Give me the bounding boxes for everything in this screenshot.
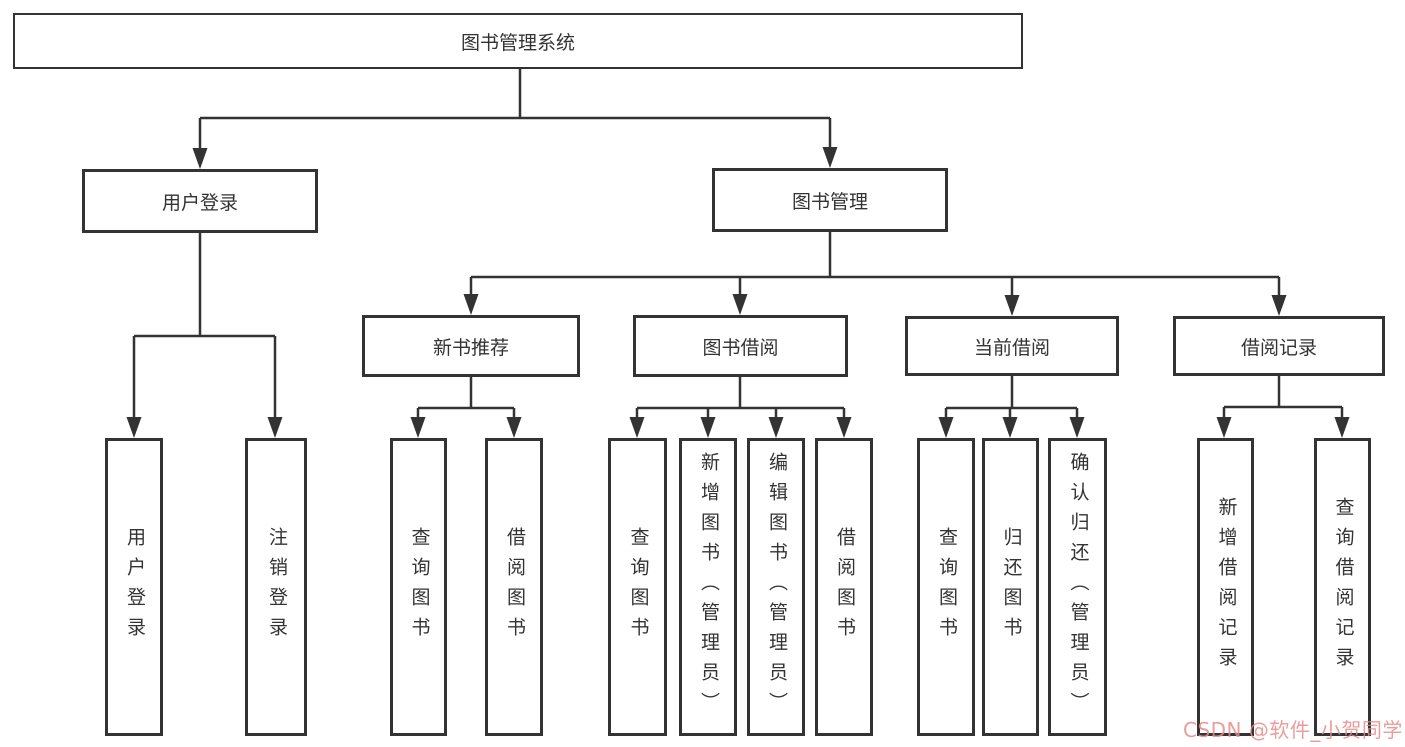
node-label: 查询图书 bbox=[935, 527, 958, 647]
node-root-book-management-system: 图书管理系统 bbox=[13, 13, 1023, 69]
node-leaf-edit-books-admin: 编辑图书（管理员） bbox=[747, 438, 805, 736]
node-label: 新增图书（管理员） bbox=[697, 452, 720, 722]
node-leaf-query-books-2: 查询图书 bbox=[608, 438, 667, 736]
csdn-watermark: CSDN @软件_小贺同学 bbox=[1183, 718, 1403, 742]
node-label: 借阅图书 bbox=[833, 527, 856, 647]
node-leaf-query-books-1: 查询图书 bbox=[390, 438, 447, 736]
node-label: 查询图书 bbox=[627, 527, 650, 647]
node-new-book-recommendation: 新书推荐 bbox=[362, 315, 580, 377]
node-label: 当前借阅 bbox=[973, 336, 1050, 359]
node-label: 图书管理系统 bbox=[460, 31, 575, 54]
node-leaf-query-books-3: 查询图书 bbox=[917, 438, 975, 736]
node-leaf-add-books-admin: 新增图书（管理员） bbox=[679, 438, 737, 736]
node-label: 归还图书 bbox=[1000, 527, 1023, 647]
node-label: 借阅图书 bbox=[503, 527, 526, 647]
node-label: 用户登录 bbox=[123, 527, 146, 647]
node-label: 借阅记录 bbox=[1240, 336, 1317, 359]
node-leaf-confirm-return-admin: 确认归还（管理员） bbox=[1048, 438, 1107, 736]
node-leaf-query-borrow-record: 查询借阅记录 bbox=[1314, 438, 1371, 736]
node-label: 查询图书 bbox=[408, 527, 431, 647]
node-label: 新书推荐 bbox=[432, 336, 509, 359]
tree-edges bbox=[132, 69, 1344, 420]
node-label: 用户登录 bbox=[161, 191, 238, 214]
node-leaf-user-login: 用户登录 bbox=[105, 438, 163, 736]
node-label: 注销登录 bbox=[265, 527, 288, 647]
node-current-borrowing: 当前借阅 bbox=[905, 316, 1119, 376]
node-book-management-branch: 图书管理 bbox=[712, 168, 948, 232]
node-leaf-return-books: 归还图书 bbox=[982, 438, 1039, 736]
node-leaf-add-borrow-record: 新增借阅记录 bbox=[1197, 438, 1254, 736]
node-label: 查询借阅记录 bbox=[1332, 497, 1355, 677]
node-label: 编辑图书（管理员） bbox=[765, 452, 788, 722]
node-label: 图书借阅 bbox=[702, 336, 779, 359]
node-leaf-borrow-books-2: 借阅图书 bbox=[815, 438, 873, 736]
node-label: 确认归还（管理员） bbox=[1067, 452, 1090, 722]
node-leaf-logout: 注销登录 bbox=[245, 438, 307, 736]
node-user-login-branch: 用户登录 bbox=[82, 169, 318, 233]
node-label: 图书管理 bbox=[791, 190, 868, 213]
node-leaf-borrow-books-1: 借阅图书 bbox=[485, 438, 543, 736]
node-borrowing-records: 借阅记录 bbox=[1173, 316, 1385, 376]
node-label: 新增借阅记录 bbox=[1215, 497, 1238, 677]
node-book-borrowing: 图书借阅 bbox=[633, 315, 848, 377]
